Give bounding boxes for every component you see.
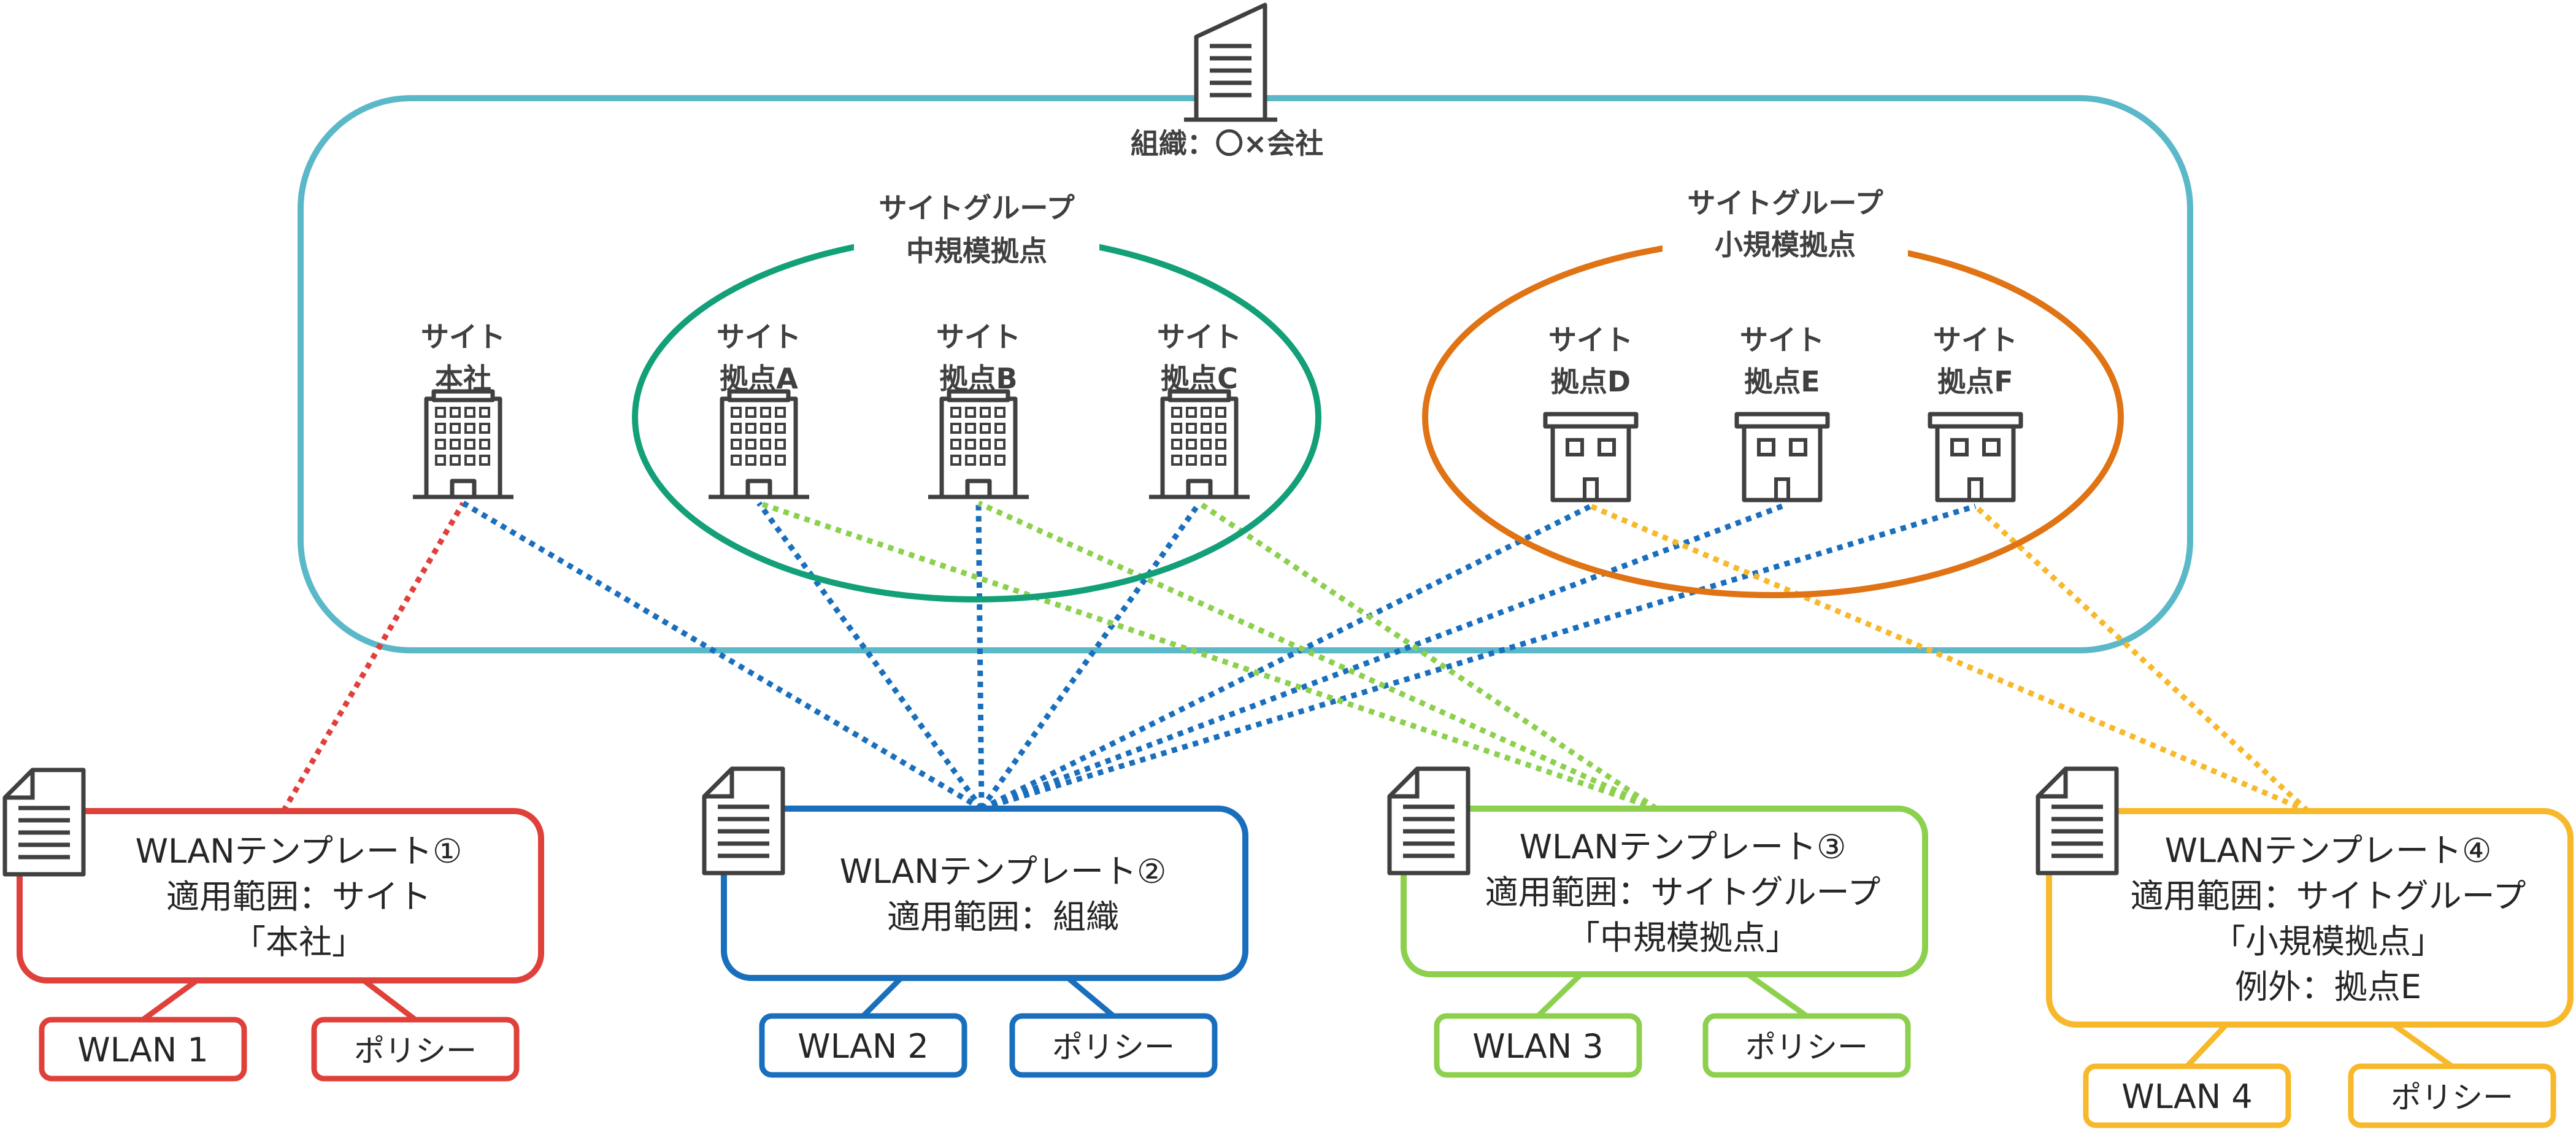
template-scope: 適用範囲：組織: [887, 898, 1119, 936]
site-type-label: サイト: [936, 320, 1021, 353]
wlan-pill: [1434, 1013, 1642, 1078]
wlan-label: WLAN 4: [2121, 1077, 2253, 1116]
connection-line: [980, 503, 1783, 812]
template-box: [1401, 806, 1928, 977]
office-building-icon: [1149, 389, 1250, 499]
site-type-label: サイト: [1157, 320, 1242, 353]
wlan-template: WLANテンプレート④ 適用範囲：サイトグループ「小規模拠点」例外：拠点E WLAN…: [2036, 766, 2574, 1128]
template-scope-detail: 「中規模拠点」: [1567, 918, 1799, 957]
shop-icon: [1928, 412, 2023, 502]
site-name-label: 拠点E: [1744, 365, 1820, 398]
document-icon: [2036, 766, 2119, 876]
wlan-template: WLANテンプレート② 適用範囲：組織 WLAN 2 ポリシー: [702, 766, 1248, 1078]
template-scope: 適用範囲：サイトグループ: [1485, 873, 1881, 912]
office-building-icon: [413, 389, 513, 499]
site-type-label: サイト: [421, 320, 506, 353]
template-box: [17, 808, 544, 983]
site-group-title: サイトグループ: [1687, 187, 1883, 220]
connection-line: [1198, 501, 1658, 811]
connection-line: [1590, 503, 2309, 814]
site-name-label: 拠点D: [1551, 365, 1631, 398]
site-type-label: サイト: [1548, 323, 1633, 356]
connection-line: [756, 501, 984, 810]
connection-line: [461, 501, 983, 811]
template-scope-detail: 「小規模拠点」: [2212, 922, 2444, 961]
policy-pill: [1702, 1013, 1911, 1078]
template-scope: 適用範囲：サイトグループ: [2131, 877, 2526, 915]
wlan-label: WLAN 3: [1472, 1027, 1604, 1066]
connection-line: [975, 502, 985, 809]
connection-line: [1973, 504, 2310, 814]
site-group-name: 小規模拠点: [1715, 228, 1856, 261]
wlan-label: WLAN 2: [798, 1027, 929, 1066]
connection-line: [758, 500, 1658, 812]
wlan-pill: [39, 1017, 247, 1082]
template-exception: 例外：拠点E: [2235, 968, 2421, 1006]
template-scope-detail: 「本社」: [233, 923, 365, 961]
template-box: [721, 806, 1248, 981]
template-title: WLANテンプレート②: [840, 852, 1167, 891]
wlan-template: WLANテンプレート③ 適用範囲：サイトグループ「中規模拠点」 WLAN 3 ポリシー: [1387, 766, 1928, 1078]
template-scope: 適用範囲：サイト: [166, 877, 431, 916]
site-type-label: サイト: [1933, 323, 2018, 356]
office-building-icon: [928, 389, 1029, 499]
site-type-label: サイト: [717, 320, 801, 353]
template-title: WLANテンプレート④: [2165, 831, 2492, 870]
document-icon: [2, 768, 86, 877]
connection-line: [980, 503, 1977, 812]
policy-pill: [1009, 1013, 1218, 1078]
policy-label: ポリシー: [1052, 1029, 1175, 1065]
connection-line: [979, 501, 1202, 810]
site-name-label: 拠点F: [1937, 365, 2013, 398]
policy-label: ポリシー: [1745, 1029, 1868, 1065]
organization-boundary: [298, 95, 2193, 653]
policy-label: ポリシー: [354, 1033, 477, 1069]
policy-pill: [311, 1017, 520, 1082]
shop-icon: [1543, 412, 1639, 502]
wlan-pill: [2083, 1063, 2291, 1128]
site-type-label: サイト: [1740, 323, 1824, 356]
template-title: WLANテンプレート①: [136, 832, 463, 871]
policy-pill: [2348, 1063, 2556, 1128]
template-box: [2046, 808, 2574, 1028]
policy-label: ポリシー: [2391, 1080, 2513, 1115]
site-group-name: 中規模拠点: [906, 234, 1047, 267]
wlan-pill: [759, 1013, 967, 1078]
organization-label: 組織：〇×会社: [1131, 127, 1324, 160]
connection-line: [977, 500, 1658, 812]
wlan-template: WLANテンプレート① 適用範囲：サイト「本社」 WLAN 1 ポリシー: [2, 768, 544, 1082]
site-group-title: サイトグループ: [879, 191, 1074, 225]
template-title: WLANテンプレート③: [1520, 828, 1847, 866]
wlan-label: WLAN 1: [77, 1031, 209, 1069]
document-icon: [702, 766, 785, 876]
connection-line: [980, 503, 1593, 812]
shop-icon: [1734, 412, 1830, 502]
office-building-icon: [709, 389, 809, 499]
connection-line: [281, 501, 466, 813]
organization-tower-icon: [1184, 2, 1277, 122]
document-icon: [1387, 766, 1471, 876]
